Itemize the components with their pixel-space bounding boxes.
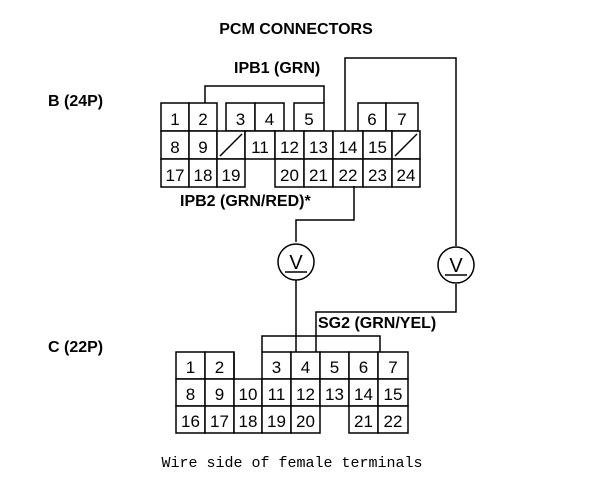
connector-b-pin-number: 24 — [397, 166, 416, 185]
connector-b-pin-cell — [160, 130, 190, 160]
connector-b-pin-cell — [362, 130, 393, 160]
connector-b-pin-cell — [332, 130, 364, 160]
voltmeter-left: V — [277, 243, 315, 281]
connector-b-pin-number: 18 — [194, 166, 213, 185]
bracket-c-top — [261, 335, 381, 352]
voltmeter-right-symbol: V — [449, 255, 463, 277]
connector-c-pin-cell — [204, 351, 235, 380]
connector-c-pin-number: 7 — [388, 358, 397, 377]
connector-c-pin-number: 16 — [181, 412, 200, 431]
connector-c-pin-number: 19 — [267, 412, 286, 431]
connector-c-pin-cell — [348, 378, 379, 407]
connector-c-pin-number: 1 — [186, 358, 195, 377]
connector-b-pin-number: 15 — [368, 138, 387, 157]
connector-b-label: B (24P) — [48, 93, 103, 110]
connector-b-pin-number: 14 — [339, 138, 358, 157]
connector-c-pin-number: 3 — [272, 358, 281, 377]
connector-c-pin-number: 15 — [384, 385, 403, 404]
wire-label-sg2: SG2 (GRN/YEL) — [318, 315, 436, 332]
connector-b-pin-number: 17 — [166, 166, 185, 185]
caption: Wire side of female terminals — [161, 455, 422, 472]
wire-sg2 — [315, 284, 457, 352]
wire-ipb2 — [295, 186, 355, 242]
connector-b-pin-cell — [244, 130, 276, 160]
voltmeter-left-circle — [277, 243, 315, 281]
connector-b-blank-pin-slash — [394, 133, 418, 157]
connector-c-pin-cell — [261, 378, 292, 407]
connector-c-pin-number: 18 — [239, 412, 258, 431]
connector-b-pin-number: 19 — [222, 166, 241, 185]
connector-c-pin-cell — [348, 405, 379, 434]
voltmeter-right-circle — [437, 246, 475, 284]
wiring — [204, 57, 457, 378]
connector-c-pin-number: 8 — [186, 385, 195, 404]
connector-c-pin-cell — [290, 378, 321, 407]
connector-c-pin-number: 13 — [325, 385, 344, 404]
connector-b-pin-cell — [332, 158, 364, 188]
connector-b-pin-number: 4 — [265, 110, 274, 129]
connector-c-pin-number: 14 — [354, 385, 373, 404]
connector-b-pin-cell — [216, 158, 246, 188]
connector-c-pin-cell — [348, 351, 379, 380]
connector-c-pin-cell — [377, 405, 409, 434]
connector-c-pin-number: 11 — [268, 385, 286, 404]
bracket-b-top — [204, 85, 325, 103]
connector-b-pin-cell — [160, 158, 190, 188]
connector-c-pin-number: 2 — [215, 358, 224, 377]
connector-b-pin-number: 5 — [304, 110, 313, 129]
wire-label-ipb2: IPB2 (GRN/RED)* — [180, 193, 311, 210]
connector-c-pin-number: 21 — [354, 412, 373, 431]
voltmeter-right: V — [437, 246, 475, 284]
connector-b-pin-number: 13 — [309, 138, 328, 157]
connector-c-pin-number: 22 — [384, 412, 403, 431]
connector-b-pin-cell — [391, 158, 421, 188]
connector-b-pin-number: 3 — [236, 110, 245, 129]
connector-b-pin-number: 7 — [397, 110, 406, 129]
connector-b-pin-cell — [274, 158, 305, 188]
wire-ipb1 — [344, 57, 457, 246]
connector-b-pin-number: 22 — [339, 166, 358, 185]
connector-b-pin-number: 11 — [251, 138, 269, 157]
connector-b-pin-cell — [362, 158, 393, 188]
connector-c-pin-number: 10 — [239, 385, 258, 404]
connector-b-pin-number: 6 — [367, 110, 376, 129]
connector-b-pin-number: 9 — [198, 138, 207, 157]
connector-b-pin-number: 1 — [170, 110, 179, 129]
connector-b-pin-number: 2 — [198, 110, 207, 129]
voltmeter-left-symbol: V — [289, 252, 303, 274]
connector-c-pin-cell — [290, 405, 321, 434]
connector-b-blank-pin-slash — [219, 133, 243, 157]
connector-c-label: C (22P) — [48, 339, 103, 356]
wire-label-ipb1: IPB1 (GRN) — [234, 60, 320, 77]
connector-c-pin-number: 6 — [359, 358, 368, 377]
connector-b-pin-number: 20 — [280, 166, 299, 185]
connector-c-pin-number: 12 — [296, 385, 315, 404]
connector-c-pin-number: 4 — [301, 358, 310, 377]
connector-c-pin-cell — [261, 351, 292, 380]
connector-c-pin-cell — [377, 351, 409, 380]
connector-c-pin-number: 20 — [296, 412, 315, 431]
connector-b-pin-number: 8 — [170, 138, 179, 157]
connector-c-pin-number: 5 — [330, 358, 339, 377]
connector-c-pin-number: 9 — [215, 385, 224, 404]
connector-b-pin-number: 21 — [309, 166, 328, 185]
connector-c-pin-cell — [175, 405, 206, 434]
diagram-title: PCM CONNECTORS — [219, 21, 373, 38]
connector-b-pin-number: 12 — [280, 138, 299, 157]
connector-c-pin-number: 17 — [210, 412, 229, 431]
connector-b-pin-cell — [254, 102, 285, 132]
connector-b-pin-number: 23 — [368, 166, 387, 185]
